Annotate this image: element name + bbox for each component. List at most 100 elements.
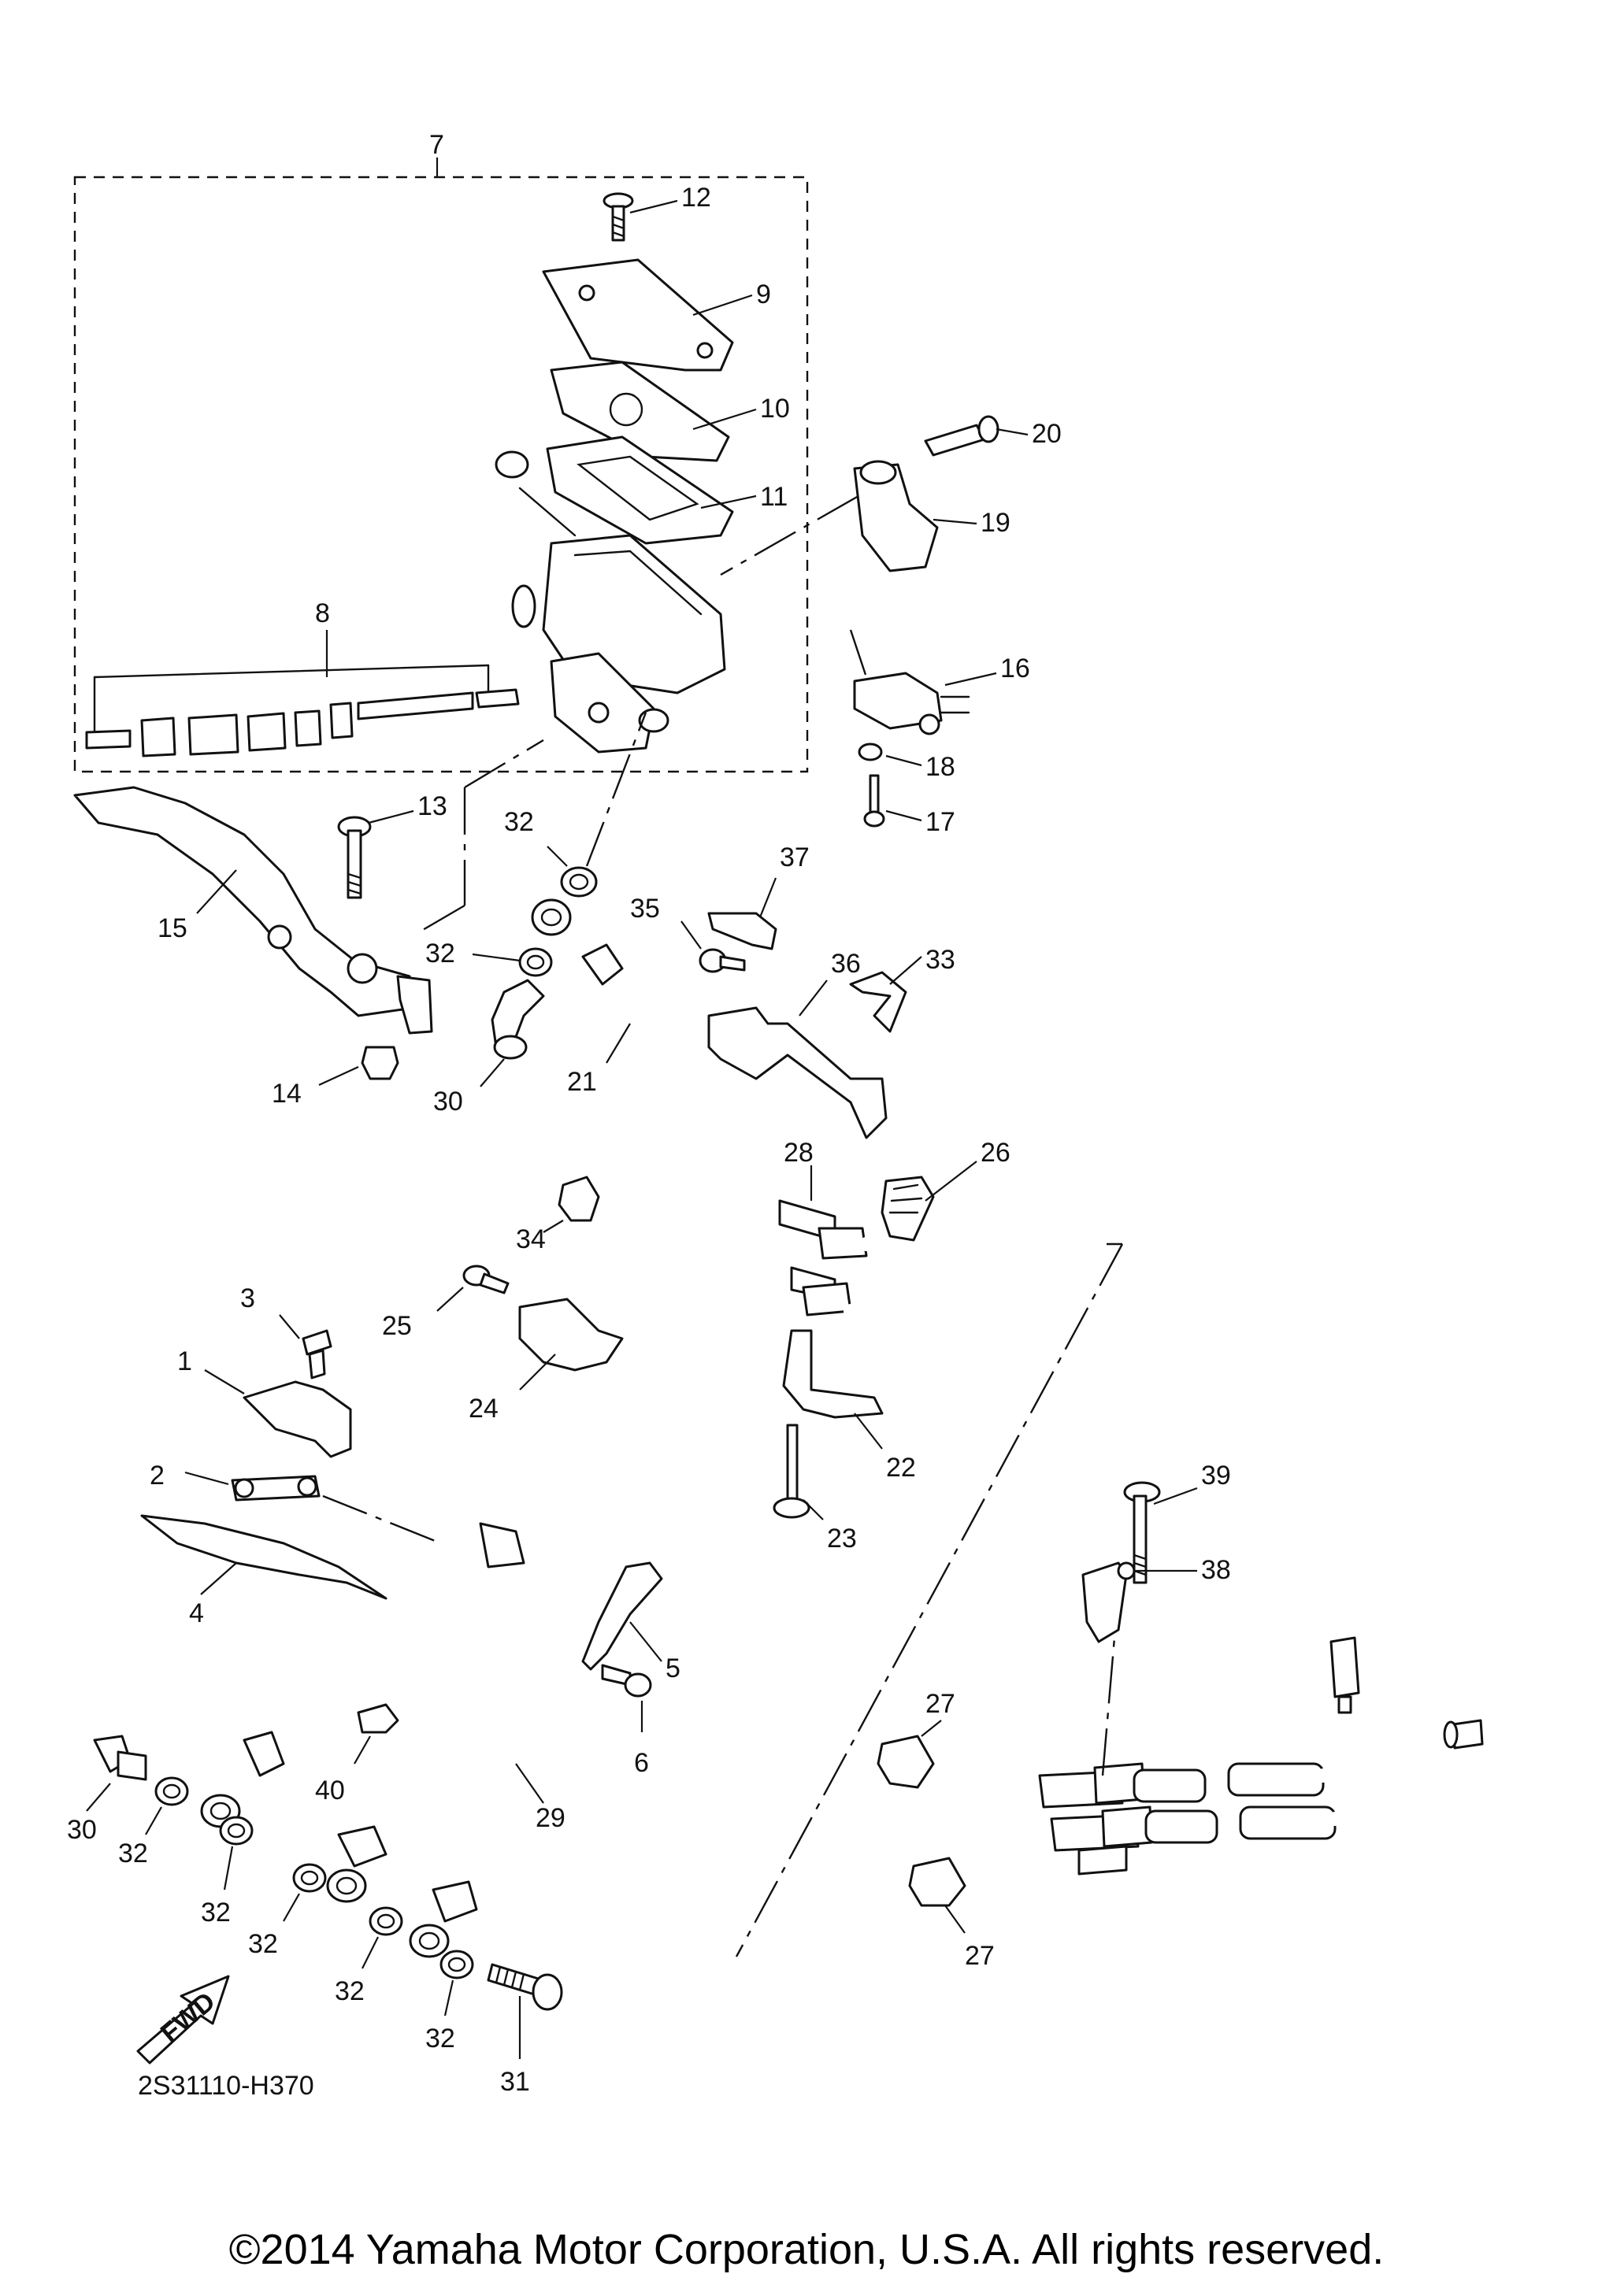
- brake-hose-main: [343, 1252, 701, 1874]
- forward-arrow: FWD: [136, 1975, 230, 2065]
- clamp-27-lower: [908, 1857, 966, 1934]
- callout-8: 8: [315, 598, 330, 628]
- nut-14: [318, 1046, 399, 1086]
- gasket-32-d: [362, 1906, 403, 1969]
- callout-18: 18: [925, 752, 955, 782]
- gasket-32-mid: [472, 947, 553, 977]
- master-cylinder-body: [511, 534, 726, 754]
- callout-3: 3: [240, 1283, 255, 1313]
- bolt-6: [601, 1664, 652, 1732]
- piston-kit-8: 8: [85, 598, 520, 757]
- union-bolt-31: [487, 1963, 563, 2059]
- callout-14: 14: [272, 1079, 302, 1109]
- callout-29: 29: [536, 1803, 565, 1833]
- diaphragm-holder-10: [550, 361, 757, 462]
- gasket-32-b: [219, 1816, 254, 1890]
- banjo-fittings-lower: [326, 1825, 478, 1958]
- clamp-40: [354, 1703, 399, 1765]
- screw-17: [863, 774, 922, 828]
- bolt-23: [773, 1424, 824, 1520]
- callout-26: 26: [981, 1138, 1010, 1168]
- callout-32-e: 32: [425, 2024, 455, 2053]
- cover-1: [204, 1369, 352, 1458]
- diaphragm-11: [546, 435, 757, 545]
- callout-37: 37: [780, 842, 810, 872]
- screw-12: [603, 192, 678, 242]
- hose-holder-26: [881, 1161, 977, 1242]
- bolt-25: [436, 1265, 510, 1312]
- callout-28: 28: [784, 1138, 814, 1168]
- plate-36: [707, 980, 888, 1139]
- callout-12: 12: [681, 183, 711, 213]
- washer-18: [858, 742, 922, 767]
- assembly-7-boundary: [73, 176, 809, 773]
- callout-36: 36: [831, 949, 861, 979]
- callout-2: 2: [150, 1461, 165, 1491]
- callout-6: 6: [634, 1748, 649, 1778]
- bracket-19: [720, 460, 977, 576]
- reservoir-cap-9: [542, 258, 753, 372]
- callout-25: 25: [382, 1311, 412, 1341]
- brake-hose-left: [200, 1551, 410, 1828]
- clamp-34: [543, 1176, 600, 1233]
- bracket-37: [707, 877, 777, 950]
- callout-32-upper: 32: [504, 807, 534, 837]
- callout-24: 24: [469, 1394, 499, 1424]
- callout-35: 35: [630, 894, 660, 924]
- brake-hose-21: [531, 898, 697, 1232]
- callout-30-lower: 30: [67, 1815, 97, 1845]
- callout-27-upper: 27: [925, 1689, 955, 1719]
- callout-17: 17: [925, 807, 955, 837]
- gasket-32-e: [439, 1950, 474, 2016]
- callout-21: 21: [567, 1067, 597, 1097]
- clip-33: [849, 956, 922, 1033]
- callout-7: 7: [429, 130, 444, 160]
- callout-34: 34: [516, 1224, 546, 1254]
- plate-2: [184, 1471, 321, 1502]
- callout-38: 38: [1201, 1555, 1231, 1585]
- union-bolt-30-lower: [86, 1735, 147, 1812]
- bracket-22: [782, 1329, 884, 1450]
- callout-9: 9: [756, 280, 771, 309]
- callout-4: 4: [189, 1598, 204, 1628]
- callout-1: 1: [177, 1346, 192, 1376]
- callout-32-b: 32: [201, 1898, 231, 1928]
- callout-23: 23: [827, 1524, 857, 1554]
- bolt-35: [680, 920, 746, 973]
- callout-19: 19: [981, 508, 1010, 538]
- plug-cap: [495, 450, 577, 537]
- pivot-bolt-13: [337, 809, 414, 899]
- brake-pipes-right: [796, 1615, 1539, 1944]
- callout-16: 16: [1000, 654, 1030, 683]
- brake-switch-16: [849, 629, 997, 735]
- callout-15: 15: [158, 913, 187, 943]
- callout-32-mid: 32: [425, 939, 455, 968]
- diagram-code: 2S31110-H370: [138, 2071, 314, 2101]
- callout-22: 22: [886, 1453, 916, 1483]
- callout-30-upper: 30: [433, 1087, 463, 1117]
- callout-20: 20: [1032, 419, 1062, 449]
- callout-10: 10: [760, 394, 790, 424]
- callout-32-a: 32: [118, 1839, 148, 1868]
- gasket-32-a: [145, 1776, 189, 1835]
- bracket-5: [581, 1561, 663, 1671]
- union-bolt-30-upper: [480, 979, 545, 1087]
- callout-31: 31: [500, 2067, 530, 2097]
- callout-5: 5: [666, 1653, 680, 1683]
- copyright-notice: ©2014 Yamaha Motor Corporation, U.S.A. A…: [229, 2226, 1385, 2273]
- cover-4: [140, 1514, 387, 1600]
- bolt-20: [924, 415, 1029, 457]
- callout-33: 33: [925, 945, 955, 975]
- brake-hose-28: [603, 1165, 1086, 1354]
- callout-39: 39: [1201, 1461, 1231, 1491]
- callout-11: 11: [760, 482, 788, 512]
- bracket-38: [1081, 1561, 1197, 1643]
- callout-32-d: 32: [335, 1976, 365, 2006]
- bolt-39: [1123, 1481, 1198, 1584]
- clamp-27-upper: [877, 1720, 942, 1789]
- gasket-32-upper: [547, 712, 647, 898]
- callout-13: 13: [417, 791, 447, 821]
- callout-27-lower: 27: [965, 1941, 995, 1971]
- gasket-32-c: [283, 1863, 327, 1922]
